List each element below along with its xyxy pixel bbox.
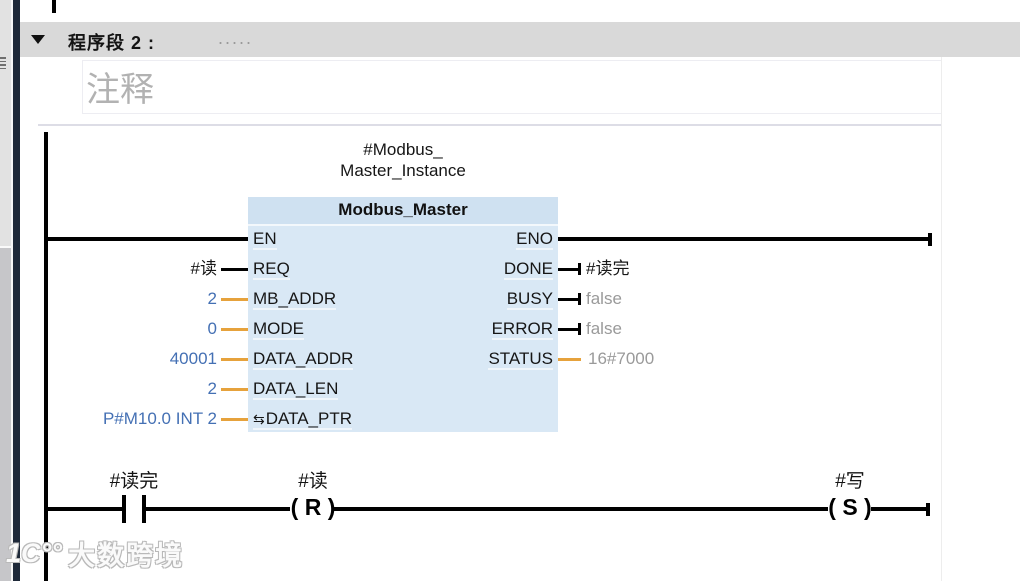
contact-label[interactable]: #读完: [109, 471, 159, 492]
operand-status[interactable]: 16#7000: [588, 349, 655, 368]
reset-coil[interactable]: ( R ): [290, 494, 336, 520]
operand-error[interactable]: false: [586, 319, 622, 338]
network-comment-box[interactable]: [82, 60, 942, 114]
network-header-bar[interactable]: [20, 22, 1020, 57]
pin-data-addr[interactable]: DATA_ADDR: [253, 349, 354, 370]
instance-name-line2[interactable]: Master_Instance: [340, 161, 466, 180]
pin-mb-addr[interactable]: MB_ADDR: [253, 289, 337, 310]
wire-mb-addr: [221, 298, 248, 301]
rung1-wire-right: [558, 237, 930, 241]
wire-status: [558, 358, 581, 361]
operand-busy[interactable]: false: [586, 289, 622, 308]
panel-grip-icon[interactable]: [0, 57, 6, 69]
pin-eno[interactable]: ENO: [516, 229, 553, 250]
editor-edge-bar: [13, 0, 20, 581]
network-title-dots[interactable]: .....: [218, 28, 254, 48]
panel-divider: [11, 0, 13, 581]
rung2-wire-3: [334, 507, 828, 511]
pin-error[interactable]: ERROR: [491, 319, 553, 340]
contact-right-bar: [142, 495, 146, 523]
pin-status[interactable]: STATUS: [488, 349, 553, 370]
rung2-wire-1: [44, 507, 122, 511]
operand-data-ptr[interactable]: P#M10.0 INT 2: [102, 409, 217, 428]
wire-error-tick: [578, 323, 581, 335]
wire-req: [221, 268, 248, 271]
pin-data-ptr[interactable]: ⇆DATA_PTR: [253, 409, 353, 430]
wire-data-len: [221, 388, 248, 391]
reset-coil-label[interactable]: #读: [298, 471, 328, 492]
operand-mode[interactable]: 0: [207, 319, 217, 338]
set-coil[interactable]: ( S ): [828, 494, 872, 520]
previous-network-rail-stub: [52, 0, 56, 13]
block-title[interactable]: Modbus_Master: [248, 197, 558, 226]
rung1-end-tick: [928, 233, 932, 246]
operand-data-addr[interactable]: 40001: [169, 349, 217, 368]
left-panel-strip[interactable]: [0, 0, 11, 248]
wire-done: [558, 268, 579, 271]
wire-error: [558, 328, 579, 331]
watermark-text: 大数跨境: [68, 541, 185, 571]
contact-left-bar: [122, 495, 126, 523]
wire-busy: [558, 298, 579, 301]
comment-separator: [38, 124, 941, 126]
inout-arrows-icon: ⇆: [253, 411, 265, 427]
pin-en[interactable]: EN: [253, 229, 277, 250]
rung1-wire-left: [44, 237, 248, 241]
operand-done[interactable]: #读完: [586, 259, 630, 278]
rung2-end-tick: [926, 503, 930, 516]
power-rail: [44, 132, 48, 581]
wire-mode: [221, 328, 248, 331]
watermark: 1C°° 大数跨境: [6, 534, 184, 573]
pin-req[interactable]: REQ: [253, 259, 290, 280]
network-title[interactable]: 程序段 2 :: [68, 33, 156, 53]
rung2-wire-4: [871, 507, 928, 511]
pin-busy[interactable]: BUSY: [506, 289, 553, 310]
set-coil-label[interactable]: #写: [835, 471, 865, 492]
watermark-logo: 1C°°: [6, 538, 63, 568]
operand-data-len[interactable]: 2: [207, 379, 217, 398]
wire-busy-tick: [578, 293, 581, 305]
wire-done-tick: [578, 263, 581, 275]
collapse-triangle-icon[interactable]: [31, 35, 45, 44]
wire-data-addr: [221, 358, 248, 361]
pin-done[interactable]: DONE: [503, 259, 553, 280]
rung2-wire-2: [146, 507, 290, 511]
wire-data-ptr: [221, 418, 248, 421]
operand-mb-addr[interactable]: 2: [207, 289, 217, 308]
pin-mode[interactable]: MODE: [253, 319, 304, 340]
operand-req[interactable]: #读: [190, 259, 217, 278]
pin-data-len[interactable]: DATA_LEN: [253, 379, 339, 400]
network-comment-placeholder[interactable]: 注释: [86, 72, 154, 109]
editor-right-border: [941, 57, 942, 581]
left-scrollbar-track[interactable]: [0, 248, 11, 581]
modbus-master-block[interactable]: Modbus_Master EN REQ MB_ADDR MODE DATA_A…: [248, 197, 558, 432]
instance-name-line1[interactable]: #Modbus_: [363, 140, 443, 159]
